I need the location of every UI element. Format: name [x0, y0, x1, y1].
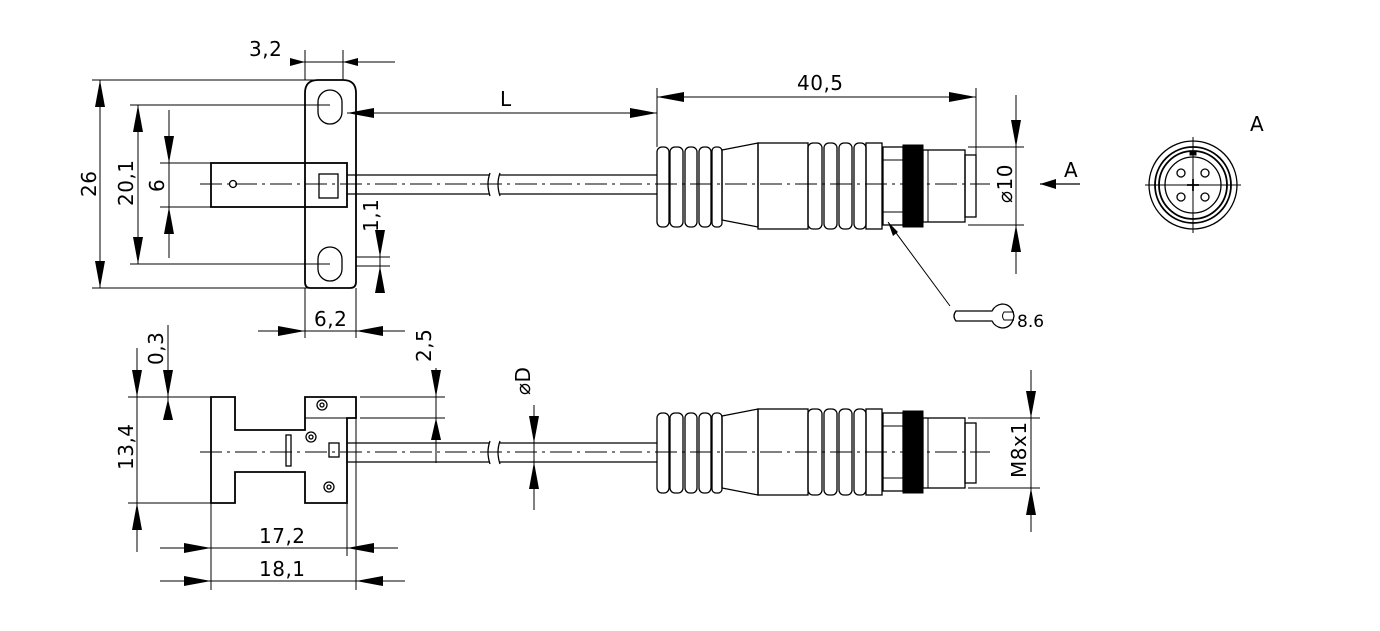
dim-26: 26 — [77, 171, 101, 197]
pin-4 — [1200, 192, 1210, 202]
sensor-body — [210, 162, 348, 208]
dim-diameter-D: ⌀D — [511, 367, 535, 395]
knurled-ring-side — [902, 410, 924, 494]
dim-3-2: 3,2 — [249, 37, 282, 61]
dim-6: 6 — [145, 179, 169, 192]
dim-1-1: 1,1 — [359, 199, 383, 232]
dim-2-5: 2,5 — [412, 329, 436, 362]
wrench-size-label: 8.6 — [1017, 312, 1044, 332]
mounting-hole-top — [317, 89, 343, 125]
dim-thread-M8x1: M8x1 — [1007, 421, 1031, 478]
dim-L: L — [500, 87, 512, 111]
dim-0-3: 0,3 — [144, 332, 168, 365]
sensor-flange — [304, 79, 357, 289]
pin-1 — [1176, 168, 1186, 178]
dim-17-2: 17,2 — [259, 524, 306, 548]
dim-13-4: 13,4 — [114, 423, 138, 470]
dim-40-5: 40,5 — [797, 71, 844, 95]
connector-top — [656, 142, 977, 230]
pin-2 — [1200, 168, 1210, 178]
dim-diameter-10: ⌀10 — [993, 164, 1017, 203]
wrench-icon — [953, 303, 1015, 329]
dim-6-2: 6,2 — [314, 307, 347, 331]
dim-18-1: 18,1 — [259, 557, 306, 581]
dim-20-1: 20,1 — [114, 159, 138, 206]
view-label-A: A — [1250, 112, 1264, 136]
connector-side — [656, 408, 977, 496]
top-view: A 8.6 3,2 L 40,5 26 — [77, 37, 1080, 338]
knurled-ring-top — [902, 144, 924, 228]
cable-exit-block — [318, 173, 339, 199]
end-view-A: A — [1145, 112, 1264, 233]
pin-3 — [1176, 192, 1186, 202]
view-marker-A: A — [1064, 158, 1078, 182]
side-view: 0,3 13,4 2,5 ⌀D M8x1 17,2 — [114, 325, 1040, 590]
